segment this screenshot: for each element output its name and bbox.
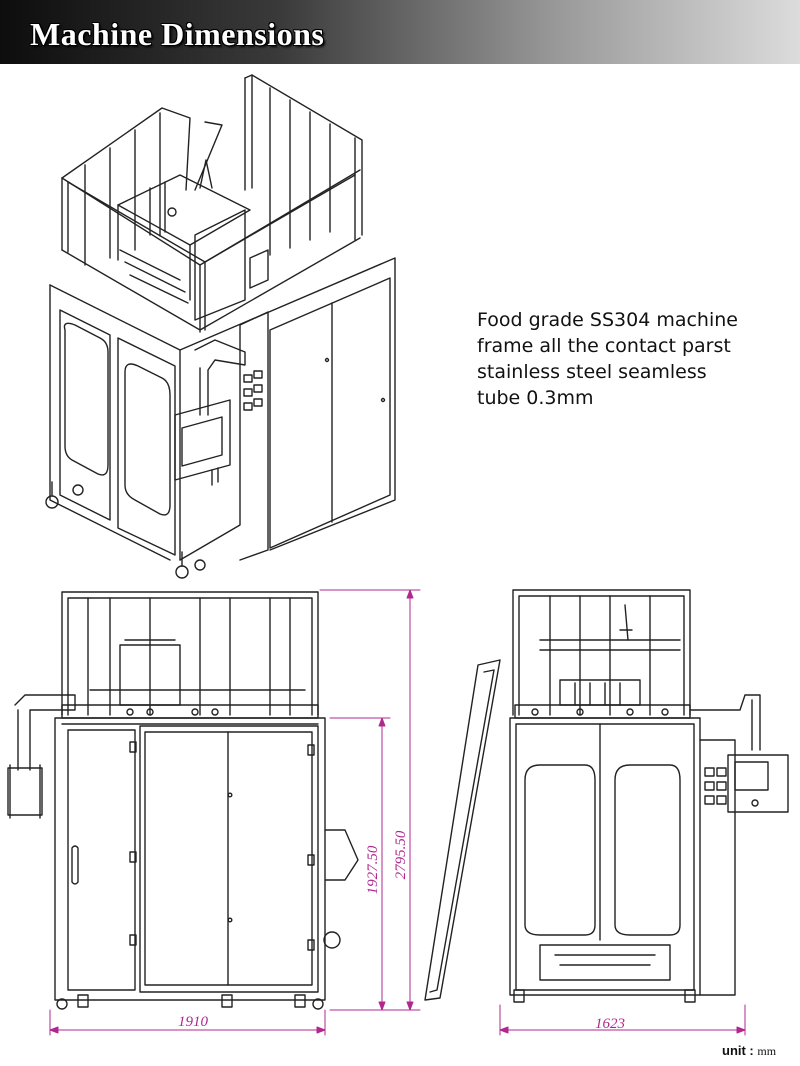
description-line-3: stainless steel seamless <box>477 361 707 383</box>
unit-value: mm <box>757 1044 777 1058</box>
front-view-drawing <box>7 591 359 1010</box>
unit-note: unit : mm <box>722 1043 776 1059</box>
description-line-2: frame all the contact parst <box>477 335 731 357</box>
total-height-label: 2795.50 <box>393 830 409 879</box>
material-description: Food grade SS304 machine frame all the c… <box>477 307 777 411</box>
body-height-label: 1927.50 <box>365 845 381 894</box>
front-width-label: 1910 <box>178 1014 209 1030</box>
page-title: Machine Dimensions <box>30 16 325 52</box>
unit-label: unit : <box>722 1043 754 1058</box>
description-line-4: tube 0.3mm <box>477 387 594 409</box>
dimension-lines <box>49 589 746 1036</box>
side-width-label: 1623 <box>595 1016 625 1032</box>
isometric-view-drawing <box>45 74 396 579</box>
title-banner: Machine Dimensions <box>0 0 800 64</box>
description-line-1: Food grade SS304 machine <box>477 309 738 331</box>
side-view-drawing <box>424 589 789 1003</box>
